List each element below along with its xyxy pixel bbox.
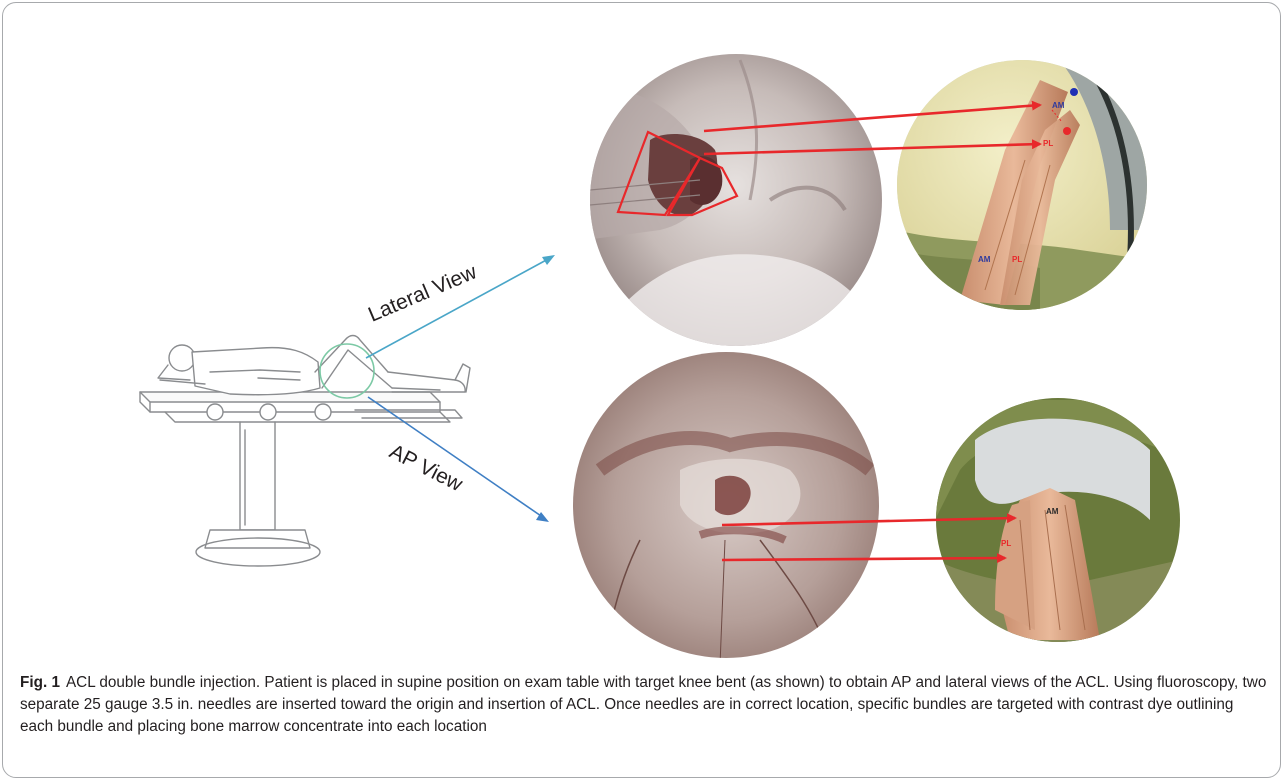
pl-tag-lower: PL: [1012, 255, 1022, 264]
lateral-anatomy-illustration: AM PL AM PL: [895, 58, 1150, 320]
am-tag-ap: AM: [1046, 507, 1059, 516]
am-tag-top: AM: [1052, 101, 1065, 110]
am-tag-lower: AM: [978, 255, 991, 264]
lateral-view-label: Lateral View: [365, 260, 481, 327]
figure-caption-label: Fig. 1: [20, 674, 60, 691]
ap-view-label: AP View: [386, 440, 467, 497]
patient-on-table-drawing: [140, 336, 470, 567]
pl-tag-top: PL: [1043, 139, 1053, 148]
ap-fluoroscopy-image: [570, 350, 885, 665]
pl-tag-ap: PL: [1001, 539, 1011, 548]
lateral-fluoroscopy-image: [585, 50, 885, 360]
ap-anatomy-illustration: AM PL: [935, 398, 1185, 648]
figure-illustration: Lateral View AP View AM PL AM PL: [0, 0, 1285, 670]
figure-caption-text: ACL double bundle injection. Patient is …: [20, 674, 1266, 735]
